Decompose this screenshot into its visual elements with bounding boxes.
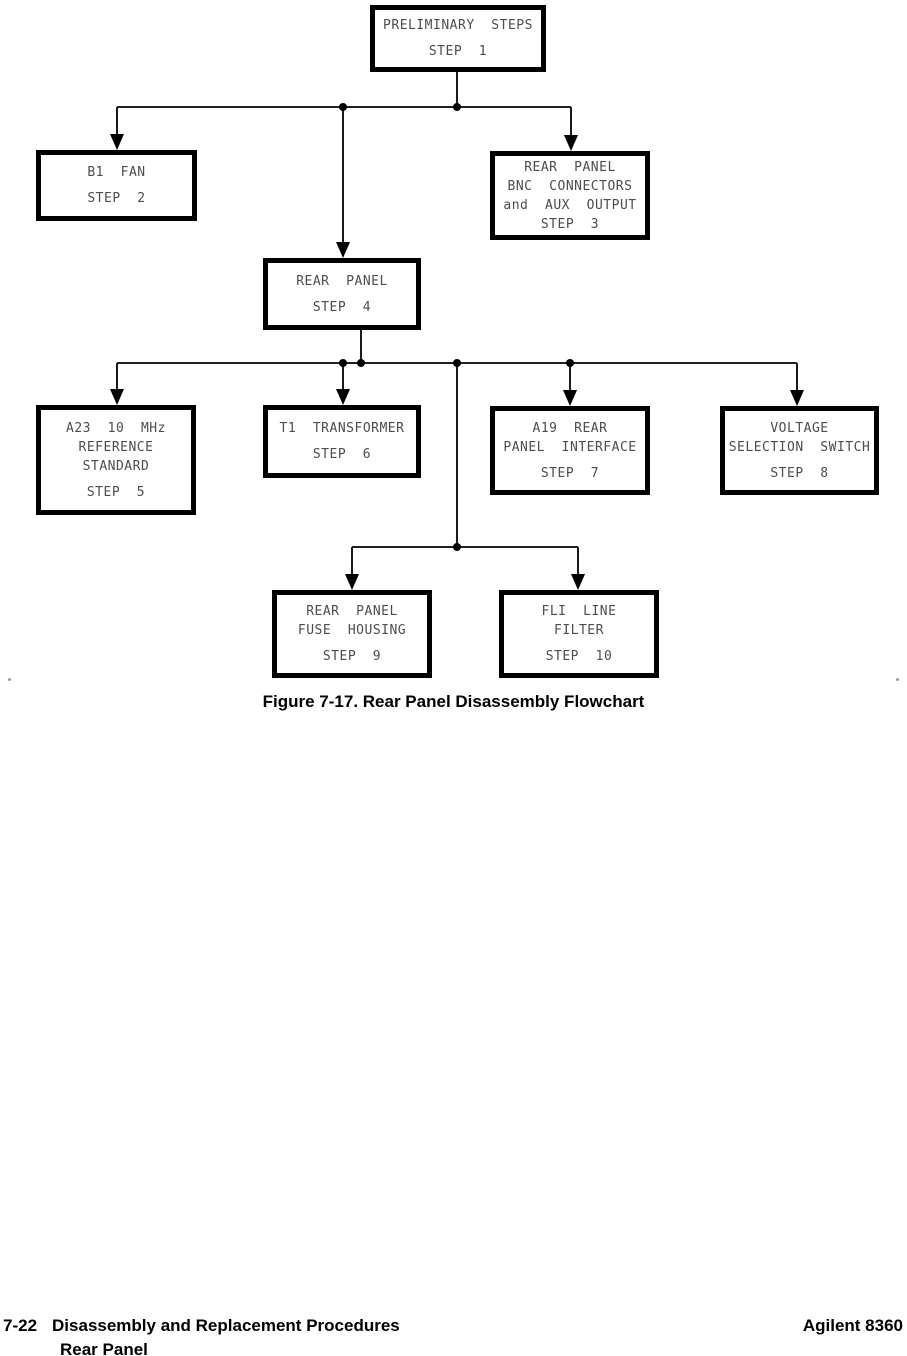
flowchart-node-preliminary-steps: PRELIMINARY STEPS STEP 1 (370, 5, 546, 72)
flowchart-node-b1-fan: B1 FAN STEP 2 (36, 150, 197, 221)
footer-section-title: Rear Panel (60, 1340, 148, 1356)
flowchart-node-bnc-connectors: REAR PANEL BNC CONNECTORS and AUX OUTPUT… (490, 151, 650, 240)
node-step: STEP 1 (428, 44, 488, 59)
flowchart-node-fli-line-filter: FLI LINE FILTER STEP 10 (499, 590, 659, 678)
footer-product-name: Agilent 8360 (802, 1316, 903, 1335)
node-step: STEP 2 (87, 191, 146, 206)
node-title: REAR PANEL BNC CONNECTORS and AUX OUTPUT (503, 159, 637, 213)
node-step: STEP 9 (322, 649, 382, 664)
footer-left: 7-22 Disassembly and Replacement Procedu… (3, 1314, 400, 1356)
footer-chapter-title: Disassembly and Replacement Procedures (52, 1316, 400, 1335)
flowchart-connectors (110, 72, 804, 590)
node-step: STEP 7 (540, 465, 600, 481)
node-step: STEP 3 (540, 216, 600, 232)
node-title: A23 10 MHz REFERENCE STANDARD (66, 420, 166, 474)
flowchart-node-a19-rear-panel-interface: A19 REAR PANEL INTERFACE STEP 7 (490, 406, 650, 495)
node-title: B1 FAN (87, 165, 146, 180)
figure-caption: Figure 7-17. Rear Panel Disassembly Flow… (262, 692, 645, 711)
flowchart-node-t1-transformer: T1 TRANSFORMER STEP 6 (263, 405, 421, 478)
node-title: VOLTAGE SELECTION SWITCH (728, 420, 871, 455)
flowchart-node-voltage-selection-switch: VOLTAGE SELECTION SWITCH STEP 8 (720, 406, 879, 495)
node-title: T1 TRANSFORMER (279, 421, 405, 436)
flowchart-node-a23-reference-standard: A23 10 MHz REFERENCE STANDARD STEP 5 (36, 405, 196, 515)
node-step: STEP 5 (86, 484, 146, 500)
node-title: REAR PANEL (296, 273, 388, 289)
footer-page-number: 7-22 (3, 1316, 38, 1335)
node-step: STEP 4 (312, 299, 372, 315)
node-title: PRELIMINARY STEPS (383, 18, 533, 33)
page-edge-mark-left (8, 678, 11, 681)
node-step: STEP 8 (770, 465, 829, 481)
node-title: A19 REAR PANEL INTERFACE (503, 420, 637, 455)
node-title: REAR PANEL FUSE HOUSING (297, 604, 407, 638)
node-step: STEP 10 (545, 649, 613, 664)
flowchart-node-fuse-housing: REAR PANEL FUSE HOUSING STEP 9 (272, 590, 432, 678)
junction-dots (339, 103, 574, 551)
node-title: FLI LINE FILTER (541, 604, 617, 638)
node-step: STEP 6 (312, 447, 372, 462)
arrowheads (110, 134, 804, 590)
page-edge-mark-right (896, 678, 899, 681)
flowchart-node-rear-panel: REAR PANEL STEP 4 (263, 258, 421, 330)
